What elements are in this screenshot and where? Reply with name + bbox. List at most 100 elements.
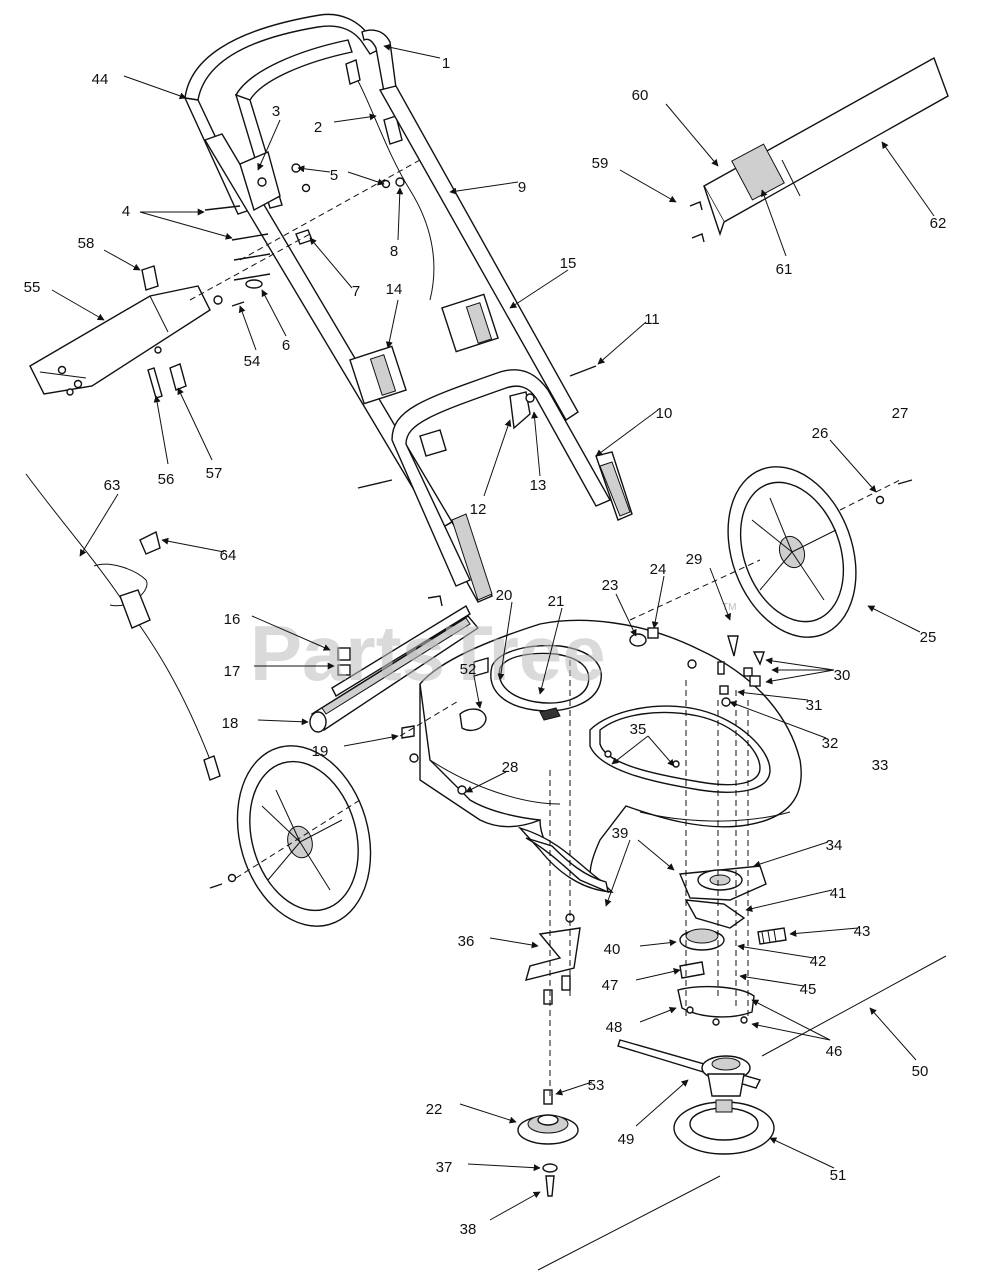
handle-grip	[361, 29, 397, 93]
pulley-40	[679, 928, 725, 951]
leader-line-64	[161, 537, 225, 553]
watermark: PartsTree TM	[250, 602, 736, 697]
leader-line-42	[737, 943, 815, 959]
callout-28: 28	[502, 759, 519, 776]
leader-line-50	[869, 1007, 917, 1061]
leader-line-53	[555, 1081, 593, 1096]
callout-58: 58	[78, 235, 95, 252]
leader-line-4	[139, 211, 233, 240]
callout-55: 55	[24, 279, 41, 296]
leader-line-37	[467, 1163, 541, 1172]
leader-line-47	[635, 967, 681, 981]
leader-line-35	[611, 735, 649, 765]
leader-line-30	[765, 657, 835, 671]
leader-line-30	[765, 669, 835, 685]
bracket-34	[678, 865, 767, 901]
callout-39: 39	[612, 825, 629, 842]
callout-36: 36	[458, 933, 475, 950]
leader-line-61	[760, 189, 787, 257]
callout-7: 7	[352, 283, 360, 300]
leader-line-29	[709, 567, 732, 621]
leader-line-26	[829, 439, 877, 493]
callout-40: 40	[604, 941, 621, 958]
leader-line-39	[604, 839, 631, 907]
leader-line-5	[347, 171, 385, 186]
leader-line-43	[789, 927, 859, 937]
lower-handle	[203, 85, 579, 603]
leader-line-58	[103, 249, 141, 271]
leader-line-46	[751, 999, 831, 1041]
callout-43: 43	[854, 923, 871, 940]
spring-43	[757, 927, 787, 945]
leader-line-10	[595, 409, 659, 457]
callout-44: 44	[92, 71, 109, 88]
callout-50: 50	[912, 1063, 929, 1080]
leader-line-9	[449, 181, 519, 195]
bracket-41	[684, 899, 746, 929]
callout-46: 46	[826, 1043, 843, 1060]
callout-8: 8	[390, 243, 398, 260]
callout-53: 53	[588, 1077, 605, 1094]
leader-line-46	[751, 1021, 831, 1041]
leader-line-25	[867, 605, 921, 633]
leader-line-8	[396, 187, 404, 241]
leader-line-22	[459, 1103, 517, 1124]
callout-10: 10	[656, 405, 673, 422]
leader-line-2	[333, 113, 377, 123]
callout-37: 37	[436, 1159, 453, 1176]
callout-38: 38	[460, 1221, 477, 1238]
handle-knobs-15	[349, 293, 499, 405]
watermark-trademark: TM	[722, 602, 736, 613]
leader-line-60	[665, 103, 719, 167]
watermark-text: PartsTree	[250, 609, 606, 697]
leader-line-38	[489, 1191, 541, 1221]
callout-35: 35	[630, 721, 647, 738]
callout-17: 17	[224, 663, 241, 680]
leader-line-18	[257, 718, 309, 726]
leader-line-19	[343, 733, 399, 747]
handle-bracket-3	[239, 151, 281, 212]
callout-31: 31	[806, 697, 823, 714]
callout-60: 60	[632, 87, 649, 104]
leader-line-32	[729, 700, 827, 739]
leader-line-1	[383, 43, 441, 59]
shaft-62	[689, 56, 949, 243]
leader-line-34	[753, 841, 829, 868]
callout-24: 24	[650, 561, 667, 578]
leader-line-15	[509, 269, 569, 309]
right-wheel	[727, 466, 913, 638]
callout-27: 27	[892, 405, 909, 422]
bracket-47	[679, 961, 705, 979]
leader-line-39	[637, 839, 675, 871]
callout-34: 34	[826, 837, 843, 854]
pulley-22	[517, 1114, 579, 1145]
callout-33: 33	[872, 757, 889, 774]
callout-16: 16	[224, 611, 241, 628]
trimmer-line-50	[537, 955, 947, 1271]
callout-19: 19	[312, 743, 329, 760]
leader-line-11	[597, 321, 647, 365]
leader-line-36	[489, 937, 539, 949]
callout-49: 49	[618, 1131, 635, 1148]
upper-handle	[183, 13, 379, 215]
callout-3: 3	[272, 103, 280, 120]
leader-line-28	[465, 771, 507, 793]
blade-49-hub	[617, 1039, 762, 1097]
callout-25: 25	[920, 629, 937, 646]
belt-guard	[525, 837, 609, 894]
leader-line-57	[177, 387, 213, 461]
leader-line-3	[257, 119, 281, 171]
callout-45: 45	[800, 981, 817, 998]
deck-bolts	[401, 627, 765, 795]
callout-48: 48	[606, 1019, 623, 1036]
leader-line-24	[651, 575, 665, 629]
callout-56: 56	[158, 471, 175, 488]
leader-line-45	[739, 973, 805, 987]
handle-brackets-12	[419, 391, 531, 457]
left-wheel	[209, 745, 372, 927]
callout-51: 51	[830, 1167, 847, 1184]
leader-line-5	[297, 165, 331, 173]
leader-line-52	[473, 675, 483, 709]
callout-61: 61	[776, 261, 793, 278]
